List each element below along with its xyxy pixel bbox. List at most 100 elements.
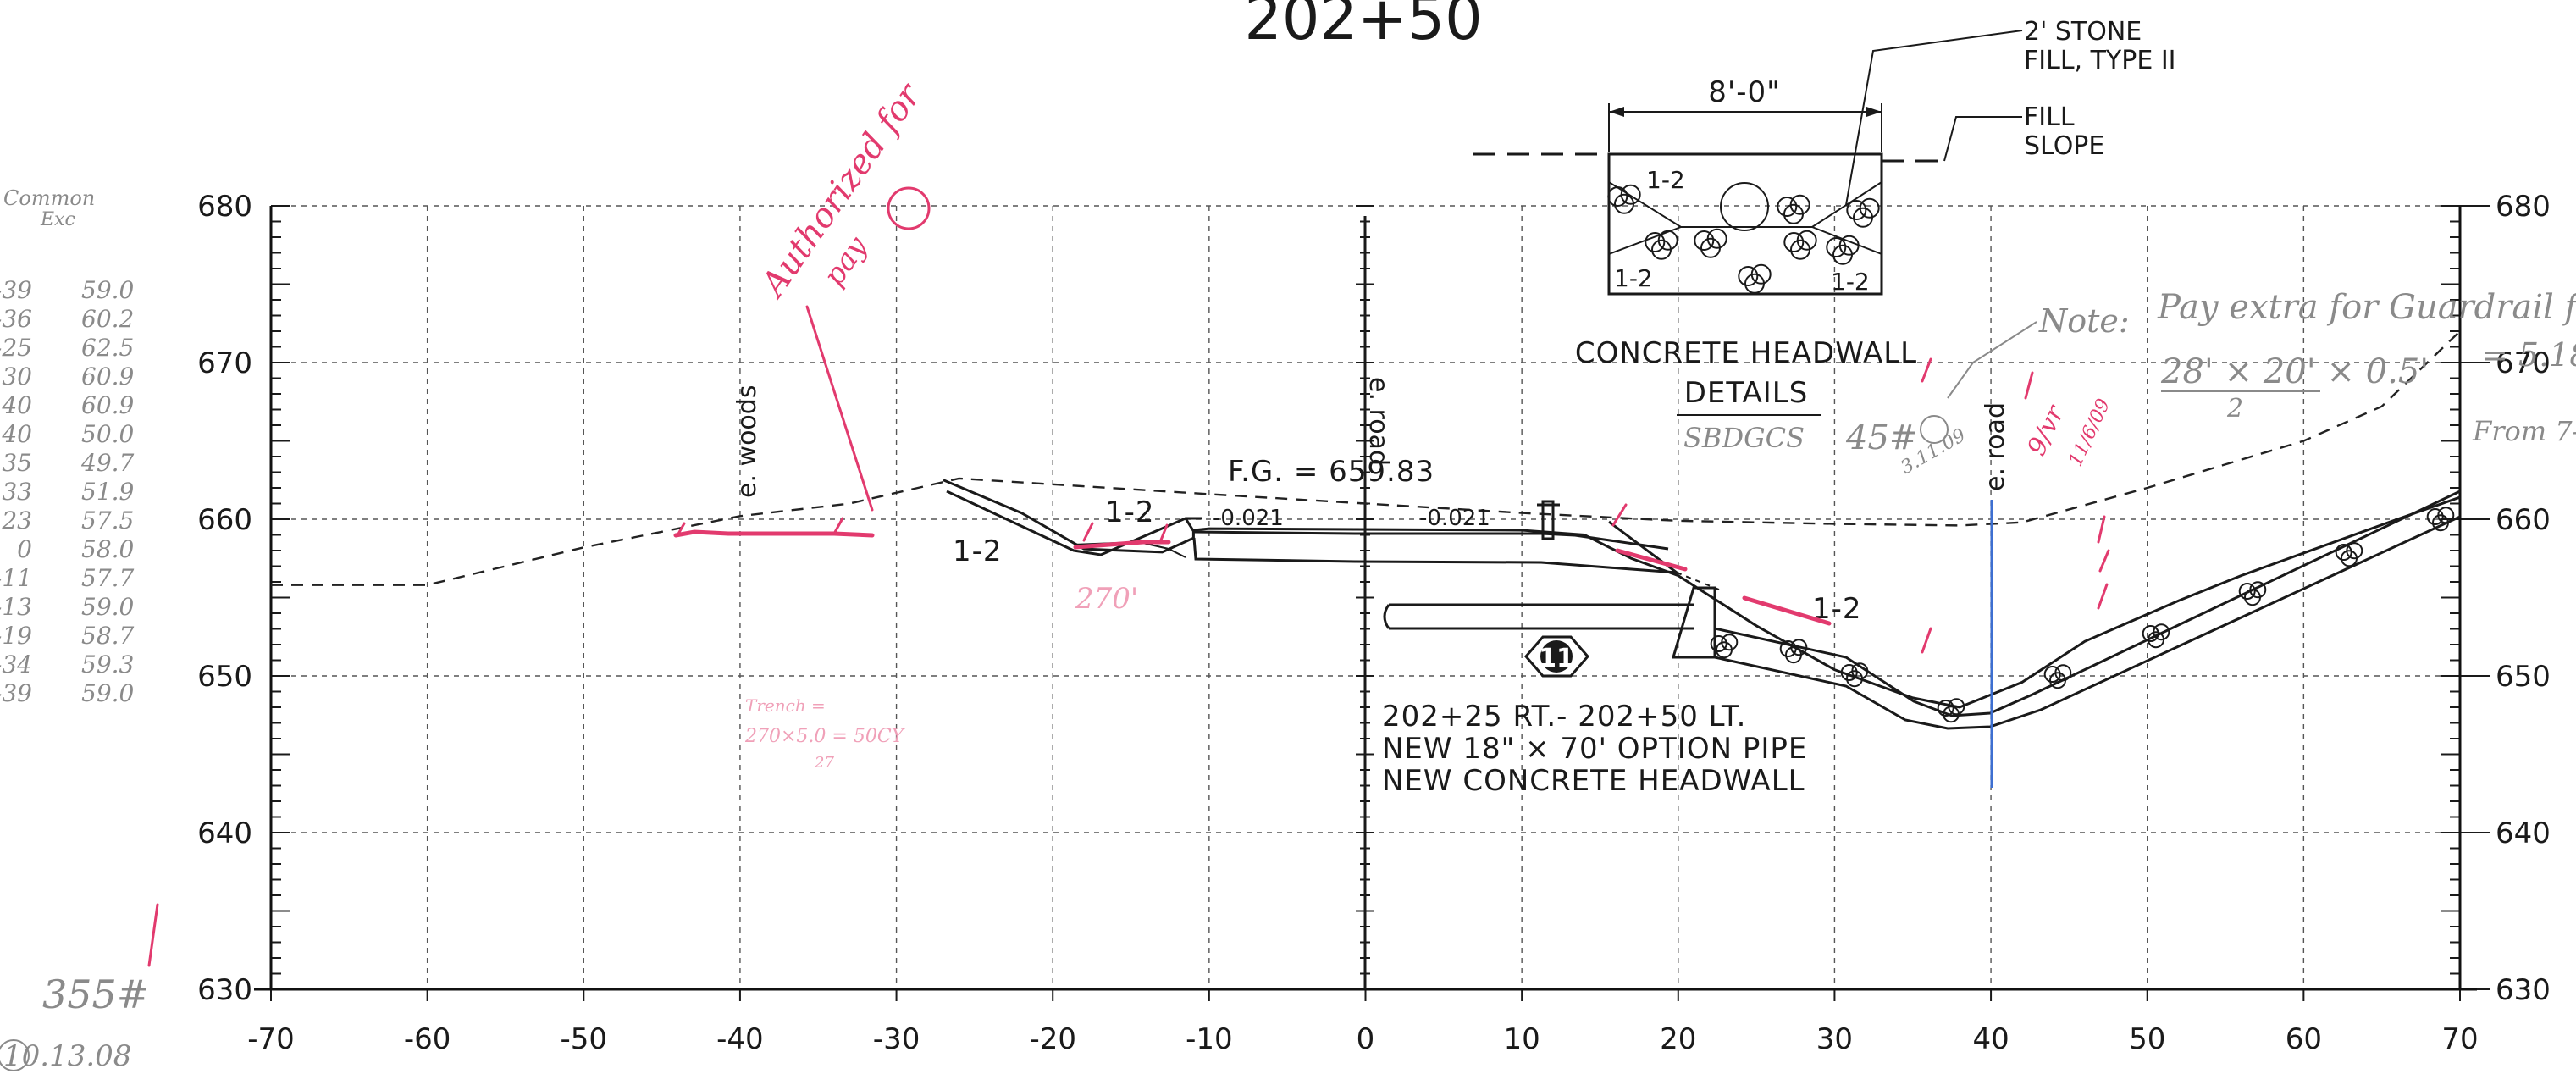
column-value: 59.0	[81, 679, 134, 707]
stone-symbol	[1777, 197, 1798, 217]
detail-width-label: 8'-0"	[1708, 75, 1781, 109]
stone-symbol	[1840, 664, 1858, 681]
y-tick-label-right: 680	[2496, 190, 2551, 224]
y-tick-label-left: 680	[197, 190, 252, 224]
y-tick-label-right: 670	[2496, 346, 2551, 380]
trench-note-1: Trench =	[745, 695, 826, 716]
column-offset: -39	[0, 276, 32, 304]
right-road-label: e. road	[1981, 402, 2010, 491]
column-offset: 30	[2, 363, 32, 390]
column-header-1: Common	[3, 186, 95, 210]
stone-fill-label-2: FILL, TYPE II	[2024, 46, 2176, 75]
x-tick-label: -70	[247, 1022, 295, 1056]
column-value: 57.5	[81, 507, 134, 534]
stone-symbol	[1651, 239, 1672, 260]
stone-symbol	[2142, 625, 2159, 642]
column-value: 62.5	[81, 334, 134, 362]
grid	[271, 205, 2460, 990]
column-value: 60.9	[81, 363, 134, 390]
x-tick-label: 60	[2286, 1022, 2322, 1056]
date3-note: 11/6/09	[2065, 396, 2115, 469]
y-tick-label-left: 650	[197, 660, 252, 694]
initials-note: 9/vr	[2022, 400, 2071, 460]
column-offset: -19	[0, 622, 32, 650]
stone-symbol	[2426, 508, 2444, 525]
column-offset: -13	[0, 593, 32, 621]
column-total: 355#	[42, 972, 149, 1017]
calc-note: 28' × 20' × 0.5'	[2160, 352, 2429, 391]
calc-result: = 5.18	[2481, 336, 2576, 374]
column-offset: 35	[2, 449, 32, 477]
from-note: From 7-9	[2472, 415, 2576, 447]
y-tick-label-right: 650	[2496, 660, 2551, 694]
trench-note-3: 27	[814, 754, 834, 772]
stone-symbol	[1846, 200, 1867, 220]
stone-symbol	[1614, 193, 1634, 214]
stone-symbol	[2043, 666, 2061, 683]
fill-slope-label-1: FILL	[2024, 102, 2075, 132]
note-label: Note:	[2038, 302, 2130, 340]
column-value: 49.7	[80, 449, 135, 477]
existing-ground-line	[271, 330, 2461, 586]
column-value: 59.0	[81, 276, 134, 304]
stone-fill-symbols	[1710, 507, 2455, 723]
column-offset: 0	[17, 535, 32, 563]
stone-symbol	[2335, 544, 2352, 561]
stone-symbol	[1607, 186, 1628, 207]
y-tick-label-left: 630	[197, 973, 252, 1007]
x-tick-label: 0	[1357, 1022, 1375, 1056]
x-tick-label: -30	[873, 1022, 920, 1056]
column-offset: -36	[0, 305, 32, 333]
pipe-tag: 11	[1524, 635, 1589, 678]
x-tick-label: 10	[1504, 1022, 1540, 1056]
stone-symbol	[1846, 670, 1863, 688]
x-tick-label: 70	[2441, 1022, 2478, 1056]
calc-divisor: 2	[2226, 394, 2243, 424]
stone-symbol	[1694, 230, 1715, 251]
count-note: 45#	[1845, 418, 1917, 457]
stone-symbol	[1710, 635, 1727, 652]
stone-symbol	[1738, 266, 1759, 286]
sbdgcs-note: SBDGCS	[1683, 422, 1805, 454]
stone-symbol	[1716, 641, 1733, 659]
detail-slope-bottom-right: 1-2	[1831, 268, 1870, 296]
column-offset: -11	[0, 564, 32, 592]
x-tick-label: -10	[1186, 1022, 1233, 1056]
woods-label: e. woods	[732, 385, 762, 498]
stone-symbol	[2432, 514, 2449, 532]
stone-symbol	[2238, 583, 2256, 600]
headwall-title-1: CONCRETE HEADWALL	[1575, 336, 1917, 370]
y-tick-label-left: 670	[197, 346, 252, 380]
stone-symbol	[1645, 232, 1666, 252]
column-offset: 40	[1, 391, 32, 419]
detail-slope-bottom-left: 1-2	[1614, 264, 1653, 292]
column-value: 58.0	[81, 535, 134, 563]
column-offset: -39	[0, 679, 32, 707]
column-value: 59.3	[81, 650, 134, 678]
stone-symbol	[1832, 244, 1853, 265]
pipe-note-1: 202+25 RT.- 202+50 LT.	[1382, 700, 1746, 734]
finished-grade-line	[943, 479, 2461, 709]
fill-slope-label-2: SLOPE	[2024, 131, 2104, 161]
column-offset: -25	[0, 334, 32, 362]
center-road-label: e. road	[1363, 377, 1393, 466]
pay-extra-note: Pay extra for Guardrail flare	[2157, 288, 2576, 327]
column-value: 58.7	[81, 622, 135, 650]
stone-symbol	[1744, 273, 1765, 294]
y-tick-label-left: 660	[197, 503, 252, 537]
stone-symbol	[1937, 700, 1954, 717]
column-value: 60.2	[81, 305, 134, 333]
stone-symbol	[1779, 640, 1797, 657]
length-270: 270'	[1075, 582, 1138, 616]
stone-symbol	[2341, 550, 2358, 567]
column-value: 59.0	[81, 593, 134, 621]
stone-symbol	[1826, 237, 1847, 257]
stone-symbol	[1783, 203, 1804, 224]
slope-left-label: 1-2	[953, 534, 1003, 568]
common-excavation-column: Common Exc -3959.0-3660.2-2562.53060.940…	[0, 186, 159, 1073]
cross-slope-left: -0.021	[1213, 506, 1284, 531]
cross-slope-right: -0.021	[1419, 506, 1490, 531]
stone-symbol	[2049, 672, 2066, 689]
fg-label: F.G. = 659.83	[1228, 455, 1434, 489]
